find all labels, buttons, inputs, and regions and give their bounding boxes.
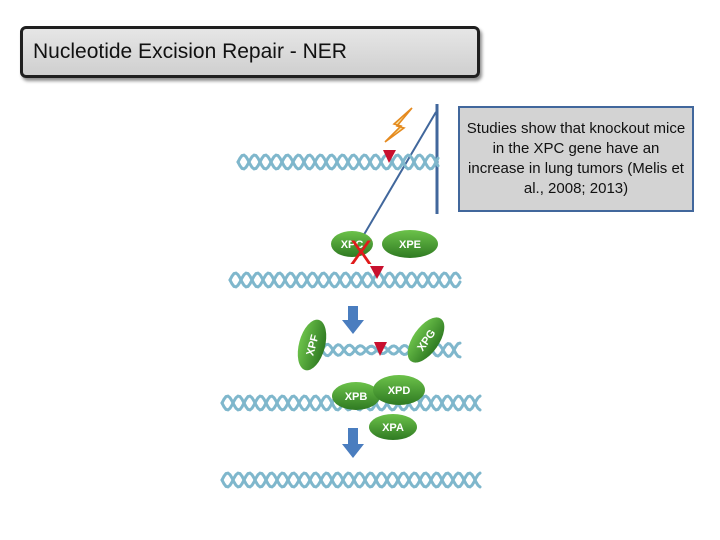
dna-strand [236, 153, 440, 171]
xpa-protein: XPA [369, 414, 417, 440]
xpa-label: XPA [382, 422, 404, 434]
lesion-marker-3 [374, 342, 387, 356]
uv-lightning-icon [384, 107, 413, 143]
xpb-label: XPB [345, 391, 368, 403]
study-callout: Studies show that knockout mice in the X… [458, 106, 694, 212]
down-arrow-icon-2 [342, 428, 364, 458]
dna-strand [228, 271, 462, 289]
dna-strand [228, 271, 462, 289]
xpf-label: XPF [304, 333, 321, 357]
xpb-protein: XPB [332, 382, 380, 410]
dna-helix-1 [236, 153, 440, 171]
dna-helix-2 [228, 271, 462, 289]
title-box: Nucleotide Excision Repair - NER [20, 26, 480, 78]
lesion-marker-1 [383, 150, 396, 163]
dna-strand [220, 471, 482, 489]
xpf-protein: XPF [297, 319, 327, 371]
knockout-mark: X [350, 234, 373, 272]
xpg-protein: XPG [407, 317, 445, 363]
xpc-protein: XPC [331, 231, 373, 257]
callout-pointer [361, 111, 437, 239]
xpc-label: XPC [341, 239, 364, 251]
dna-helix-5 [220, 471, 482, 489]
slide-title: Nucleotide Excision Repair - NER [33, 40, 347, 63]
xpd-label: XPD [388, 385, 411, 397]
xpe-protein: XPE [382, 230, 438, 258]
dna-strand [220, 471, 482, 489]
lesion-marker-2 [370, 266, 384, 279]
xpe-label: XPE [399, 239, 421, 251]
xpd-protein: XPD [373, 375, 425, 405]
down-arrow-icon [342, 306, 364, 334]
